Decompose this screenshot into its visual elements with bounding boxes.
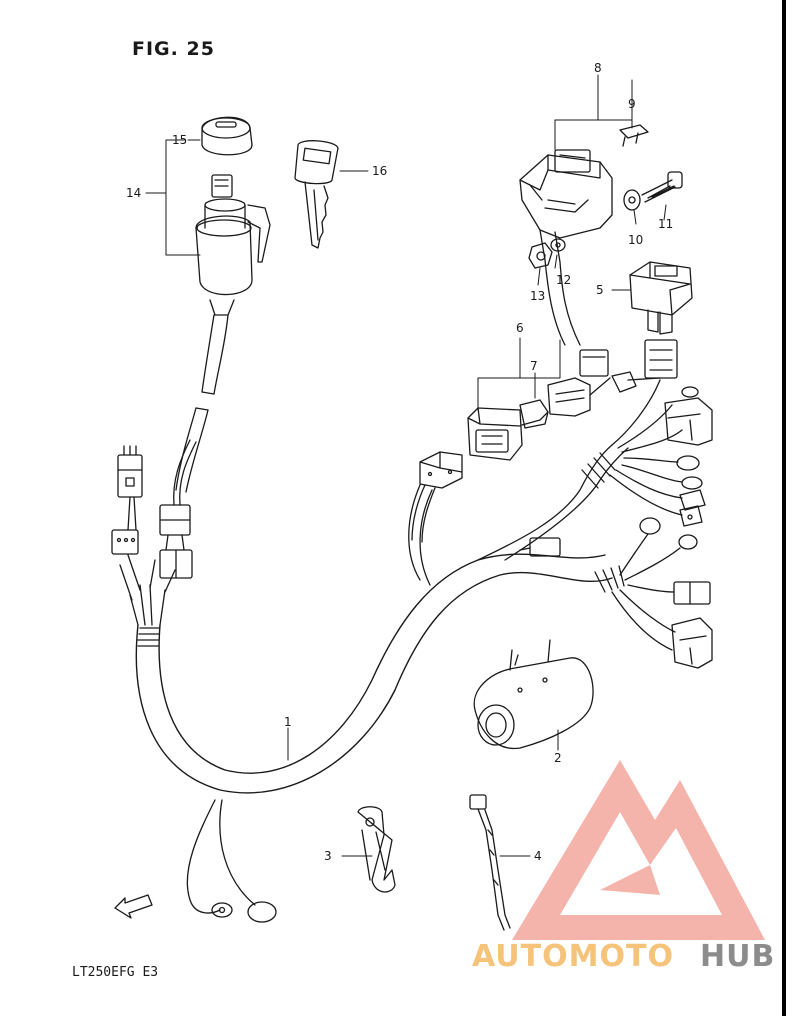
callout-9: 9 xyxy=(628,97,636,111)
harness-clamp xyxy=(357,806,396,893)
watermark-triangle-mark xyxy=(600,865,660,895)
callout-15: 15 xyxy=(172,133,187,147)
callout-leaders xyxy=(145,74,667,857)
callout-3: 3 xyxy=(324,849,332,863)
horn xyxy=(473,639,594,750)
callout-1: 1 xyxy=(284,715,292,729)
watermark-triangle-inner xyxy=(560,812,722,915)
watermark-brand-1: AUTOMOTO xyxy=(472,939,674,974)
connector-cluster-upper-right xyxy=(609,339,713,527)
callout-16: 16 xyxy=(372,164,387,178)
forward-direction-arrow xyxy=(114,894,153,919)
callout-4: 4 xyxy=(534,849,542,863)
callout-7: 7 xyxy=(530,359,538,373)
model-code: LT250EFG E3 xyxy=(72,965,158,980)
connector-cluster-lower-right xyxy=(519,517,713,669)
callout-13: 13 xyxy=(530,289,545,303)
connector-7 xyxy=(519,377,611,429)
automotohub-watermark: AUTOMOTO HUB xyxy=(472,760,775,974)
callout-11: 11 xyxy=(658,217,673,231)
callout-12: 12 xyxy=(556,273,571,287)
connector-center xyxy=(411,451,463,543)
callout-6: 6 xyxy=(516,321,524,335)
ignition-cap xyxy=(201,116,253,156)
regulator-rectifier xyxy=(519,149,613,377)
bolt-and-washer xyxy=(623,171,683,211)
callout-8: 8 xyxy=(594,61,602,75)
ignition-switch xyxy=(175,174,271,493)
connector-6 xyxy=(467,407,549,461)
relay xyxy=(629,261,693,335)
right-margin xyxy=(786,0,800,1016)
callout-2: 2 xyxy=(554,751,562,765)
left-connector-group xyxy=(111,439,197,579)
callout-5: 5 xyxy=(596,283,604,297)
callout-14: 14 xyxy=(126,186,141,200)
nut-and-washer-small xyxy=(528,238,566,269)
main-wiring-harness xyxy=(119,444,629,923)
fuse xyxy=(619,124,649,147)
callout-10: 10 xyxy=(628,233,643,247)
cable-tie xyxy=(469,794,511,931)
figure-title: FIG. 25 xyxy=(132,38,215,60)
ignition-key xyxy=(294,140,339,249)
watermark-brand-2: HUB xyxy=(700,939,775,974)
right-frame-border xyxy=(782,0,786,1016)
